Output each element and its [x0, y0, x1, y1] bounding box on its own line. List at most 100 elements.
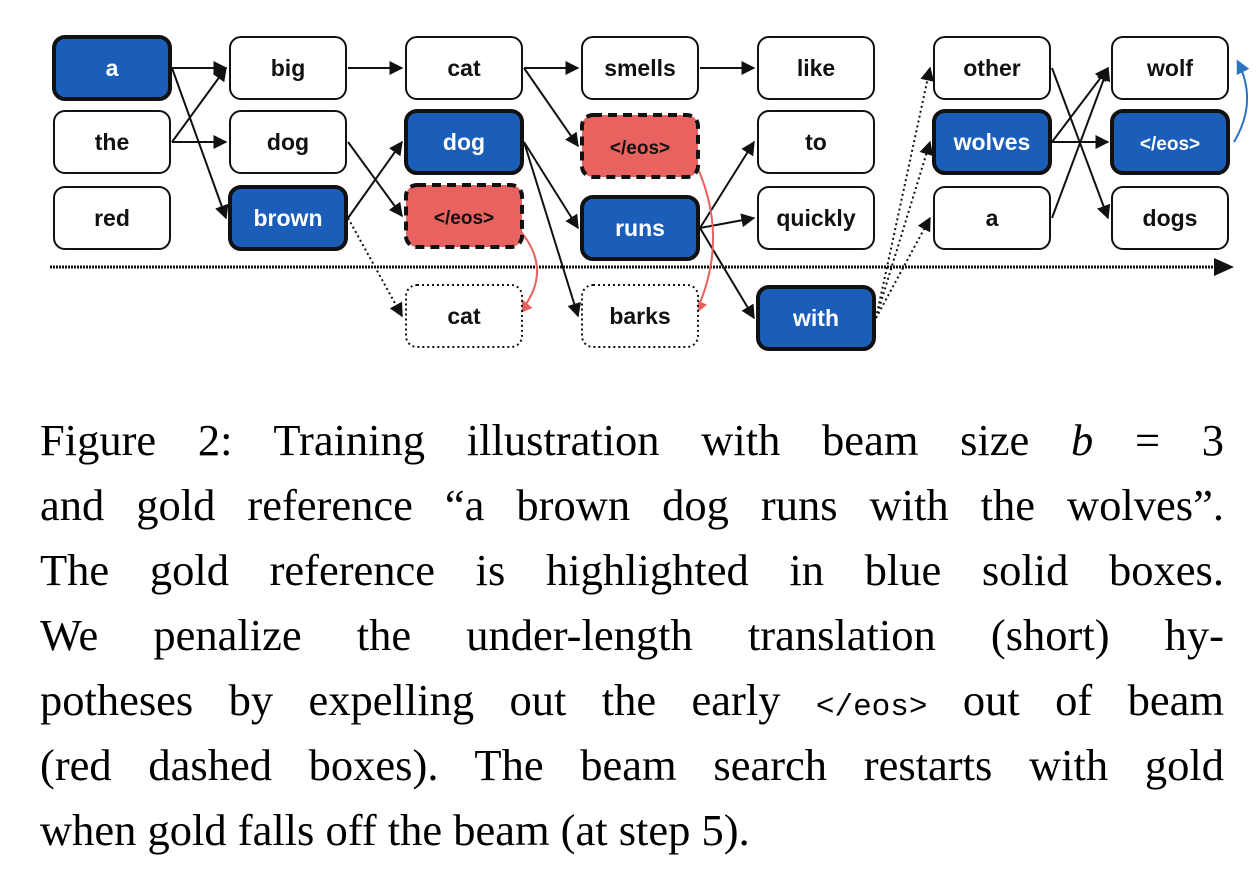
nodes-layer: atheredbigdogbrowncatdog</eos>catsmells<…	[52, 35, 1230, 351]
node-box	[581, 284, 699, 348]
caption-text: We penalize the under-length translation…	[40, 610, 1224, 660]
node-label: a	[986, 205, 999, 231]
caption-code: </eos>	[815, 690, 928, 725]
caption-text: when gold falls off the beam (at step 5)…	[40, 805, 750, 855]
node-dog1: dog	[229, 110, 347, 174]
node-box	[53, 110, 171, 174]
node-cat2: cat	[405, 36, 523, 100]
node-box	[1111, 186, 1229, 250]
edge-runs3-to-with4	[699, 227, 755, 320]
node-label: with	[792, 305, 839, 331]
node-label: dogs	[1143, 205, 1198, 231]
node-cat2x: cat	[405, 284, 523, 348]
edge-dog2-to-runs3	[523, 141, 579, 230]
node-label: cat	[447, 55, 481, 81]
node-label: </eos>	[434, 208, 494, 229]
edges-layer	[171, 59, 1250, 320]
caption-text: The gold reference is highlighted in blu…	[40, 545, 1224, 595]
node-box	[932, 109, 1052, 175]
node-label: brown	[254, 205, 323, 231]
node-label: to	[805, 129, 827, 155]
edge-wolves5-to-wolf6	[1051, 66, 1109, 143]
node-label: </eos>	[610, 138, 670, 159]
caption-line-6: (red dashed boxes). The beam search rest…	[40, 733, 1224, 798]
node-a5: a	[933, 186, 1051, 250]
node-like4: like	[757, 36, 875, 100]
edge-runs3-to-quickly4	[699, 213, 756, 229]
node-box	[228, 185, 348, 251]
node-dogs6: dogs	[1111, 186, 1229, 250]
node-label: wolves	[953, 129, 1031, 155]
node-box	[757, 186, 875, 250]
node-label: the	[95, 129, 130, 155]
node-box	[933, 186, 1051, 250]
node-label: a	[106, 55, 119, 81]
node-label: cat	[447, 303, 481, 329]
edge-cat2-to-eos3	[523, 67, 579, 148]
node-label: big	[271, 55, 306, 81]
caption-line-4: We penalize the under-length translation…	[40, 603, 1224, 668]
edge-with4-to-other5	[875, 66, 935, 319]
node-label: barks	[609, 303, 670, 329]
node-label: dog	[267, 129, 309, 155]
node-label: other	[963, 55, 1021, 81]
node-box	[1110, 109, 1230, 175]
node-box	[933, 36, 1051, 100]
node-a0: a	[52, 35, 172, 101]
node-eos2: </eos>	[404, 183, 524, 249]
node-quickly4: quickly	[757, 186, 875, 250]
beam-search-figure: atheredbigdogbrowncatdog</eos>catsmells<…	[50, 35, 1250, 351]
edge-with4-to-a5	[875, 216, 931, 319]
node-big1: big	[229, 36, 347, 100]
caption-line-1: Figure 2: Training illustration with bea…	[40, 408, 1224, 473]
caption-line-5: potheses by expelling out the early </eo…	[40, 668, 1224, 733]
node-box	[52, 35, 172, 101]
node-box	[581, 36, 699, 100]
node-red0: red	[53, 186, 171, 250]
node-label: like	[797, 55, 835, 81]
node-box	[404, 183, 524, 249]
node-box	[404, 109, 524, 175]
node-to4: to	[757, 110, 875, 174]
node-wolf6: wolf	[1111, 36, 1229, 100]
caption-text: = 3	[1093, 415, 1224, 465]
node-eos3: </eos>	[580, 113, 700, 179]
node-runs3: runs	[580, 195, 700, 261]
node-eos6: </eos>	[1110, 109, 1230, 175]
caption-line-2: and gold reference “a brown dog runs wit…	[40, 473, 1224, 538]
caption-text: (red dashed boxes). The beam search rest…	[40, 740, 1224, 790]
edge-brown1-to-dog2	[347, 140, 403, 219]
caption-line-3: The gold reference is highlighted in blu…	[40, 538, 1224, 603]
caption-text: potheses by expelling out the early	[40, 675, 816, 725]
node-box	[229, 36, 347, 100]
caption-text: out of beam	[927, 675, 1224, 725]
caption-math: b	[1071, 415, 1094, 465]
edge-runs3-to-to4	[699, 140, 755, 229]
edge-a5-to-wolf6	[1051, 66, 1111, 219]
node-label: quickly	[776, 205, 855, 231]
node-box	[405, 284, 523, 348]
node-box	[757, 110, 875, 174]
node-box	[756, 285, 876, 351]
node-brown1: brown	[228, 185, 348, 251]
node-other5: other	[933, 36, 1051, 100]
figure-caption: Figure 2: Training illustration with bea…	[40, 408, 1224, 863]
edge-dog2-to-barks3	[523, 141, 581, 318]
edge-with4-to-wolves5	[875, 140, 933, 319]
node-with4: with	[756, 285, 876, 351]
edge-eos3-to-barks3	[691, 155, 715, 315]
node-wolves5: wolves	[932, 109, 1052, 175]
caption-line-7: when gold falls off the beam (at step 5)…	[40, 798, 1224, 863]
caption-text: Figure 2: Training illustration with bea…	[40, 415, 1071, 465]
edge-the0-to-big1	[171, 66, 227, 143]
node-label: red	[94, 205, 130, 231]
node-box	[229, 110, 347, 174]
node-box	[580, 113, 700, 179]
node-barks3: barks	[581, 284, 699, 348]
node-label: smells	[604, 55, 676, 81]
time-axis-arrowhead	[1214, 258, 1234, 276]
node-smells3: smells	[581, 36, 699, 100]
caption-text: and gold reference “a brown dog runs wit…	[40, 480, 1224, 530]
edge-brown1-to-cat2x	[347, 217, 403, 318]
node-box	[757, 36, 875, 100]
